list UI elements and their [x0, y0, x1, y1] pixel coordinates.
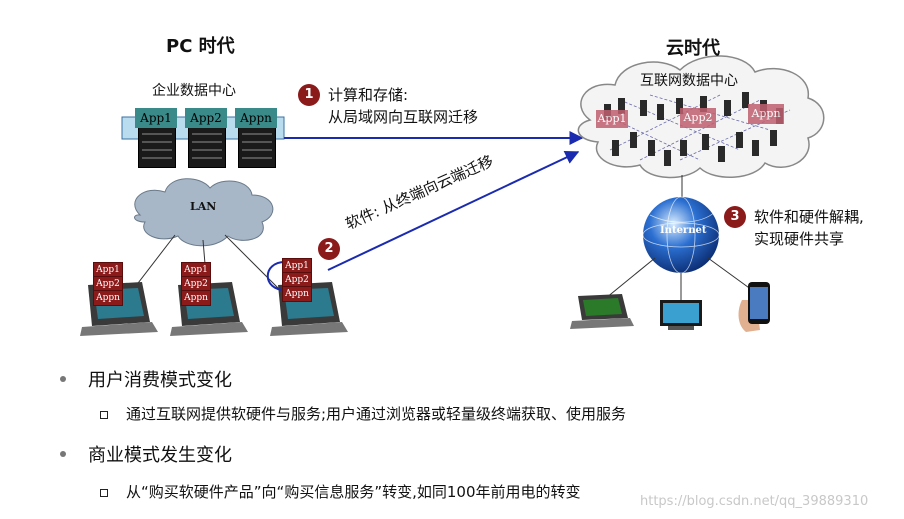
laptop-right	[570, 294, 634, 329]
bullet-1-text: 用户消费模式变化	[88, 370, 232, 391]
bullet-dot-2	[60, 451, 66, 457]
subbullet-1-text: 通过互联网提供软硬件与服务;用户通过浏览器或轻量级终端获取、使用服务	[126, 405, 627, 423]
server-app-tag-3: Appn	[235, 108, 277, 128]
internet-datacenter-label: 互联网数据中心	[640, 73, 738, 89]
step-3-subtitle: 实现硬件共享	[754, 230, 845, 248]
client2-appn: Appn	[181, 290, 211, 306]
step-1-badge: 1	[298, 84, 320, 106]
step-1-title: 计算和存储:	[328, 86, 409, 104]
pc-era-heading: PC 时代	[166, 36, 235, 57]
server-app-tag-2: App2	[185, 108, 227, 128]
globe	[643, 197, 719, 273]
client1-appn: Appn	[93, 290, 123, 306]
arrow-2	[327, 151, 580, 271]
lan-cloud	[134, 178, 274, 247]
bullet-dot-1	[60, 376, 66, 382]
step-3-title: 软件和硬件解耦,	[754, 208, 864, 226]
lan-label: LAN	[190, 200, 217, 213]
step-1-subtitle: 从局域网向互联网迁移	[328, 108, 479, 126]
client2-app1: App1	[181, 262, 211, 278]
server-rack-1	[138, 120, 176, 168]
phone-right	[738, 282, 770, 332]
globe-link-laptop	[605, 257, 656, 299]
migration-loop	[266, 261, 286, 291]
client3-appn: Appn	[282, 286, 312, 302]
tv-right	[660, 300, 702, 330]
cloud-era-heading: 云时代	[666, 38, 720, 59]
step-3-badge: 3	[724, 206, 746, 228]
subbullet-2-text: 从“购买软硬件产品”向“购买信息服务”转变,如同100年前用电的转变	[126, 483, 581, 501]
step-2-badge: 2	[318, 238, 340, 260]
subbullet-square-2	[100, 489, 108, 497]
cloud-app-tag-1: App1	[596, 110, 628, 128]
cloud-app-tag-3: Appn	[748, 104, 784, 124]
globe-link-phone	[707, 257, 753, 291]
watermark: https://blog.csdn.net/qq_39889310	[640, 494, 869, 509]
bullet-2-text: 商业模式发生变化	[88, 445, 232, 466]
internet-label: Internet	[660, 225, 707, 236]
enterprise-datacenter-label: 企业数据中心	[152, 83, 236, 99]
cloud-app-tag-2: App2	[680, 108, 716, 128]
server-app-tag-1: App1	[135, 108, 177, 128]
subbullet-square-1	[100, 411, 108, 419]
